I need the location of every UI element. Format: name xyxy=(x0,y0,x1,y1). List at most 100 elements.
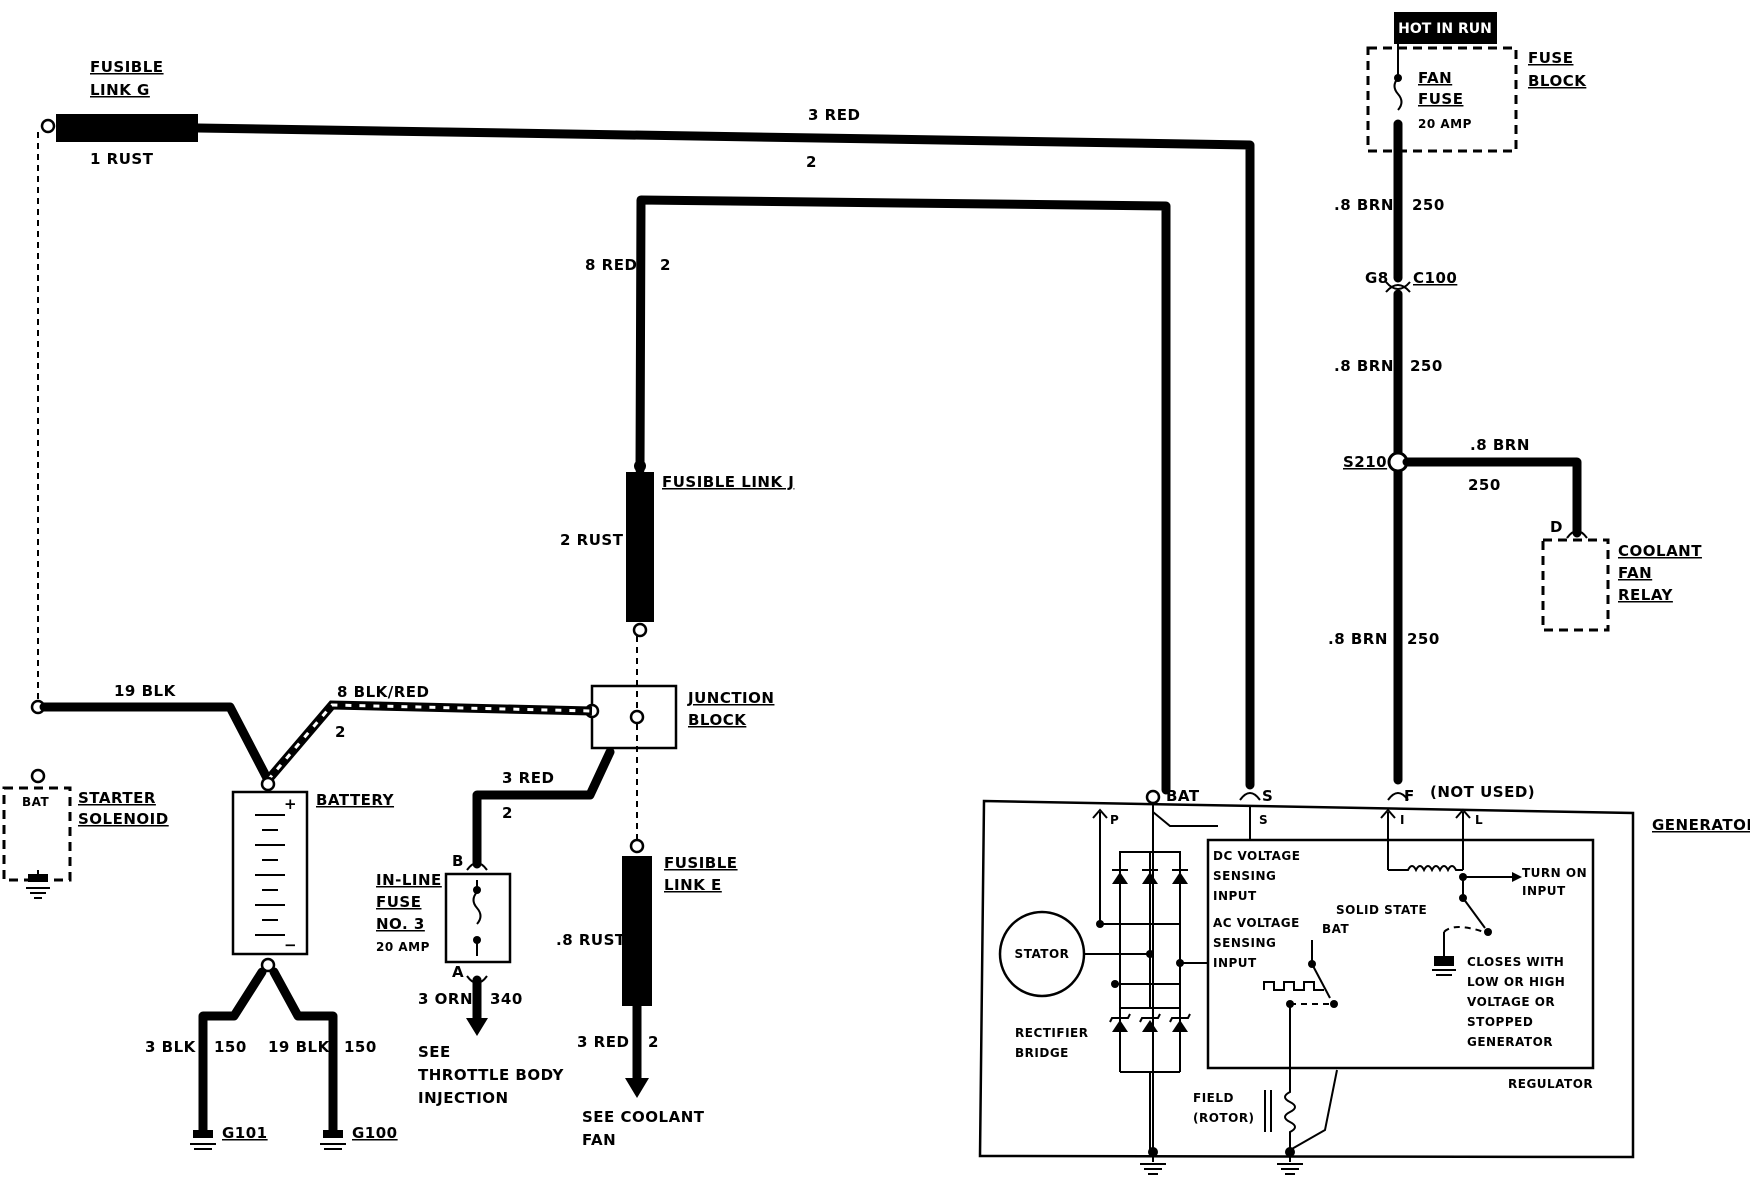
junction-block-label-2: BLOCK xyxy=(688,711,747,729)
fusible-link-e-label-2: LINK E xyxy=(664,876,722,894)
turn-on-1: TURN ON xyxy=(1522,866,1587,880)
ground-g8: G8 xyxy=(1365,269,1389,287)
closes-5: GENERATOR xyxy=(1467,1035,1553,1049)
brn-circuit-2: 250 xyxy=(1410,357,1443,375)
gen-s-inner: S xyxy=(1259,813,1268,827)
see-tbi-3: INJECTION xyxy=(418,1089,509,1107)
gen-i: I xyxy=(1400,813,1405,827)
battery-label: BATTERY xyxy=(316,791,395,809)
inline-pin-b: B xyxy=(452,852,464,870)
fusible-link-g-wire: 1 RUST xyxy=(90,150,154,168)
fusible-link-e-wire: .8 RUST xyxy=(556,931,626,949)
fan-fuse-label-2: FUSE xyxy=(1418,90,1463,108)
ac-sensing-1: AC VOLTAGE xyxy=(1213,916,1300,930)
wire-3red-inline-fuse xyxy=(472,747,615,869)
inline-fuse xyxy=(444,872,512,964)
gen-p: P xyxy=(1110,813,1119,827)
dc-sensing-1: DC VOLTAGE xyxy=(1213,849,1300,863)
fusible-link-e-label-1: FUSIBLE xyxy=(664,854,738,872)
regulator xyxy=(1206,838,1595,1070)
g100-circuit: 150 xyxy=(344,1038,377,1056)
generator-label: GENERATOR xyxy=(1652,816,1750,834)
wire-3red-to-s xyxy=(193,123,1255,790)
generator-ground-2 xyxy=(1277,1147,1303,1175)
solid-state-bat: BAT xyxy=(1322,922,1350,936)
battery-ground-cable xyxy=(39,702,273,785)
battery xyxy=(231,790,309,956)
closes-3: VOLTAGE OR xyxy=(1467,995,1555,1009)
brn-relay-branch xyxy=(1402,457,1582,538)
junction-block-label-1: JUNCTION xyxy=(687,689,774,707)
see-coolant-fan-1: SEE COOLANT xyxy=(582,1108,705,1126)
field-label-1: FIELD xyxy=(1193,1091,1234,1105)
stator-label: STATOR xyxy=(1015,947,1070,961)
inline-pin-a: A xyxy=(452,963,464,981)
closes-4: STOPPED xyxy=(1467,1015,1533,1029)
fusible-link-j xyxy=(626,472,654,622)
starter-solenoid xyxy=(2,786,72,882)
fuse-block-label-2: BLOCK xyxy=(1528,72,1587,90)
closes-2: LOW OR HIGH xyxy=(1467,975,1565,989)
ground-g100 xyxy=(320,1130,346,1150)
see-coolant-fan-2: FAN xyxy=(582,1131,616,1149)
inline-circuit-in: 2 xyxy=(502,804,513,822)
g101-label: G101 xyxy=(222,1124,268,1142)
brn-circuit-3: 250 xyxy=(1468,476,1501,494)
fusible-link-g-label-1: FUSIBLE xyxy=(90,58,164,76)
relay-label-1: COOLANT xyxy=(1618,542,1702,560)
fuse-block xyxy=(1366,46,1518,153)
fusible-link-g-label-2: LINK G xyxy=(90,81,150,99)
see-tbi-1: SEE xyxy=(418,1043,451,1061)
gen-f-terminal: F xyxy=(1404,787,1415,805)
wire-8red-circuit: 2 xyxy=(660,256,671,274)
inline-wire-in: 3 RED xyxy=(502,769,554,787)
battery-ground-wire: 19 BLK xyxy=(114,682,177,700)
regulator-label: REGULATOR xyxy=(1508,1077,1593,1091)
inline-wire-out: 3 ORN xyxy=(418,990,473,1008)
field-label-2: (ROTOR) xyxy=(1193,1111,1255,1125)
fan-fuse-rating: 20 AMP xyxy=(1418,117,1472,131)
rectifier-label-1: RECTIFIER xyxy=(1015,1026,1089,1040)
turn-on-2: INPUT xyxy=(1522,884,1566,898)
starter-label-2: SOLENOID xyxy=(78,810,169,828)
ground-cable-g100 xyxy=(269,967,338,1137)
ac-sensing-2: SENSING xyxy=(1213,936,1276,950)
see-tbi-2: THROTTLE BODY xyxy=(418,1066,564,1084)
relay-label-2: FAN xyxy=(1618,564,1652,582)
hot-in-run-badge: HOT IN RUN xyxy=(1394,12,1497,44)
field-rotor-coil xyxy=(1284,1070,1296,1150)
brn-circuit-4: 250 xyxy=(1407,630,1440,648)
wire-3red-label: 3 RED xyxy=(808,106,860,124)
inline-label-3: NO. 3 xyxy=(376,915,425,933)
coolant-fan-relay xyxy=(1541,538,1610,632)
rectifier-label-2: BRIDGE xyxy=(1015,1046,1069,1060)
brn-circuit-1: 250 xyxy=(1412,196,1445,214)
wire-3red-circuit: 2 xyxy=(806,153,817,171)
connector-c100: C100 xyxy=(1413,269,1457,287)
g101-wire: 3 BLK xyxy=(145,1038,197,1056)
fan-fuse-label-1: FAN xyxy=(1418,69,1452,87)
wire-8red-to-bat xyxy=(635,195,1171,795)
battery-pos-wire: 8 BLK/RED xyxy=(337,683,430,701)
brn-wire-3: .8 BRN xyxy=(1470,436,1530,454)
splice-s210-label: S210 xyxy=(1343,453,1387,471)
fusible-link-e-out-circuit: 2 xyxy=(648,1033,659,1051)
dc-sensing-3: INPUT xyxy=(1213,889,1257,903)
battery-cells xyxy=(255,814,285,936)
brn-wire-4: .8 BRN xyxy=(1328,630,1388,648)
ac-sensing-3: INPUT xyxy=(1213,956,1257,970)
fusible-link-g xyxy=(56,114,198,142)
fusible-link-j-wire: 2 RUST xyxy=(560,531,624,549)
hot-in-run-label: HOT IN RUN xyxy=(1398,21,1492,37)
fusible-link-j-label: FUSIBLE LINK J xyxy=(662,473,794,491)
g100-label: G100 xyxy=(352,1124,398,1142)
battery-minus: − xyxy=(284,936,297,954)
gen-l: L xyxy=(1475,813,1483,827)
battery-pos-circuit: 2 xyxy=(335,723,346,741)
g101-circuit: 150 xyxy=(214,1038,247,1056)
inline-label-1: IN-LINE xyxy=(376,871,442,889)
gen-s-terminal: S xyxy=(1262,787,1273,805)
relay-pin-d: D xyxy=(1550,518,1563,536)
g100-wire: 19 BLK xyxy=(268,1038,331,1056)
